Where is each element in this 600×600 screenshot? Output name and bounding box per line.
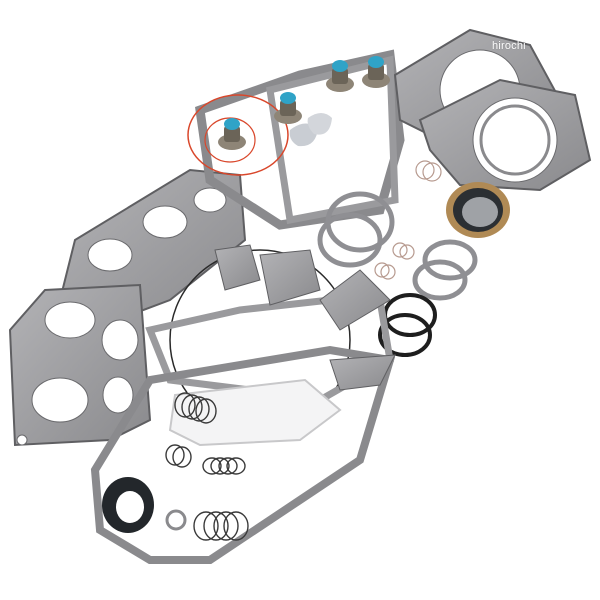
crank-oil-seal bbox=[102, 477, 154, 533]
red-o-rings bbox=[187, 94, 289, 176]
crankcase-gasket bbox=[90, 345, 396, 564]
o-ring-cluster bbox=[165, 392, 249, 541]
right-small-gaskets bbox=[319, 269, 396, 391]
valve-stem-seals bbox=[218, 56, 390, 150]
rocker-base-gasket bbox=[195, 49, 405, 230]
oil-seal bbox=[446, 182, 510, 238]
fiber-pads bbox=[289, 113, 332, 147]
rocker-cover-gasket-lower bbox=[8, 283, 152, 447]
ring-gaskets bbox=[317, 191, 478, 301]
watermark-text: hirochi bbox=[492, 40, 526, 52]
cylinder-head-gaskets bbox=[393, 28, 592, 192]
small-o-rings bbox=[374, 160, 442, 280]
